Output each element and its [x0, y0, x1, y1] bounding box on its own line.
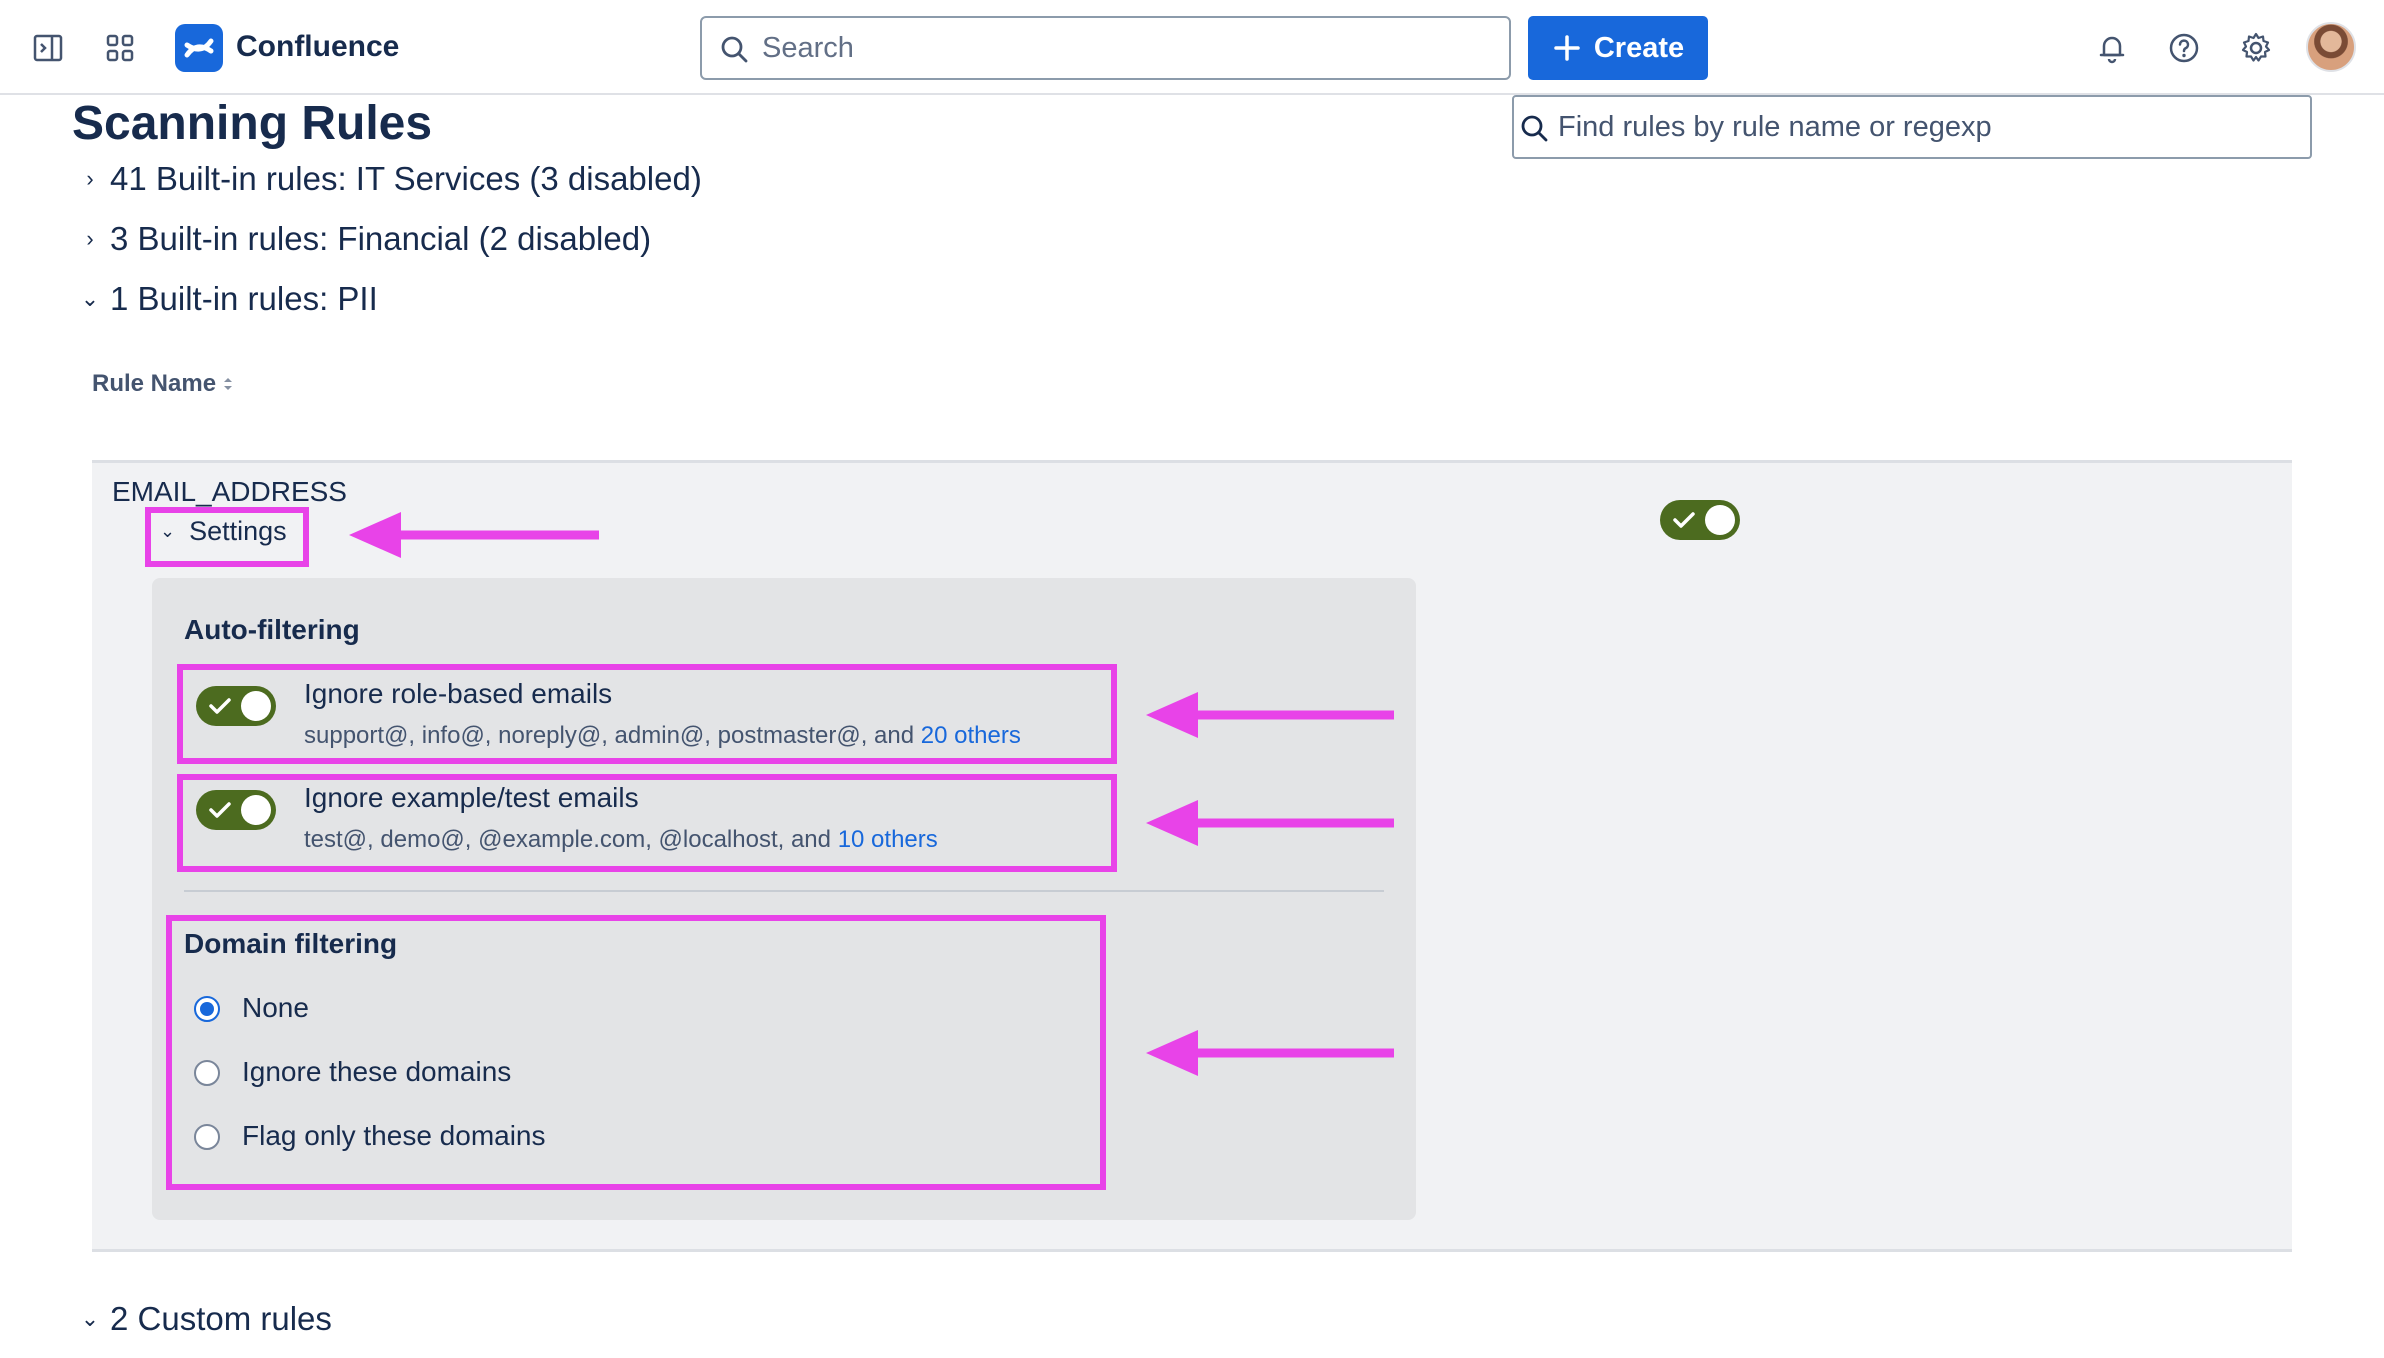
confluence-logo-icon[interactable] — [175, 24, 223, 72]
check-icon — [209, 802, 231, 818]
arrow-left-icon — [349, 512, 599, 558]
domain-filtering-heading: Domain filtering — [184, 928, 398, 959]
top-navigation: Confluence Create — [0, 0, 2384, 95]
chevron-down-icon: ⌄ — [80, 286, 100, 311]
radio-label[interactable]: None — [242, 992, 309, 1023]
column-header-rule-name[interactable]: Rule Name — [92, 370, 234, 398]
ignore-role-based-toggle[interactable] — [196, 686, 276, 726]
others-link[interactable]: 10 others — [837, 826, 938, 853]
toggle-knob — [241, 795, 271, 825]
radio-flag-domains[interactable] — [194, 1124, 220, 1150]
others-link[interactable]: 20 others — [920, 722, 1021, 749]
check-icon — [209, 698, 231, 714]
highlight-box — [145, 507, 309, 567]
group-it-services[interactable]: › 41 Built-in rules: IT Services (3 disa… — [80, 160, 702, 198]
group-financial[interactable]: › 3 Built-in rules: Financial (2 disable… — [80, 220, 651, 258]
radio-label[interactable]: Ignore these domains — [242, 1056, 512, 1087]
group-label: 1 Built-in rules: PII — [110, 280, 378, 317]
chevron-right-icon: › — [86, 226, 94, 251]
settings-icon[interactable] — [2238, 30, 2274, 66]
option-description: test@, demo@, @example.com, @localhost, … — [304, 826, 938, 854]
option-title: Ignore example/test emails — [304, 782, 639, 813]
chevron-down-icon: ⌄ — [160, 521, 176, 541]
search-icon — [721, 36, 748, 63]
avatar[interactable] — [2306, 22, 2356, 72]
divider — [184, 890, 1384, 892]
group-pii[interactable]: ⌄ 1 Built-in rules: PII — [80, 280, 378, 318]
rule-name: EMAIL_ADDRESS — [112, 476, 347, 507]
column-header-label: Rule Name — [92, 370, 217, 397]
group-custom-rules[interactable]: ⌄ 2 Custom rules — [80, 1300, 332, 1338]
search-icon — [1521, 115, 1548, 142]
toggle-knob — [1705, 505, 1735, 535]
group-label: 3 Built-in rules: Financial (2 disabled) — [110, 220, 652, 257]
arrow-left-icon — [1146, 1030, 1394, 1076]
chevron-down-icon: ⌄ — [80, 1306, 100, 1331]
option-description-text: support@, info@, noreply@, admin@, postm… — [304, 722, 915, 749]
sort-icon — [224, 378, 233, 390]
option-description: support@, info@, noreply@, admin@, postm… — [304, 722, 1021, 750]
radio-ignore-domains[interactable] — [194, 1060, 220, 1086]
create-button-label: Create — [1593, 31, 1685, 64]
ignore-example-toggle[interactable] — [196, 790, 276, 830]
global-search[interactable] — [700, 16, 1511, 80]
rule-enabled-toggle[interactable] — [1660, 500, 1740, 540]
highlight-box — [166, 915, 1106, 1190]
settings-panel — [152, 578, 1416, 1220]
option-title: Ignore role-based emails — [304, 678, 613, 709]
highlight-box — [177, 664, 1117, 764]
search-input[interactable] — [762, 18, 1462, 78]
chevron-right-icon: › — [86, 166, 94, 191]
radio-label[interactable]: Flag only these domains — [242, 1120, 546, 1151]
arrow-left-icon — [1146, 800, 1394, 846]
page-title: Scanning Rules — [72, 97, 433, 150]
rule-search[interactable] — [1512, 95, 2312, 159]
group-label: 41 Built-in rules: IT Services (3 disabl… — [110, 160, 702, 197]
brand-name[interactable]: Confluence — [236, 30, 400, 63]
notifications-icon[interactable] — [2094, 30, 2130, 66]
create-button[interactable]: Create — [1528, 16, 1708, 80]
group-label: 2 Custom rules — [110, 1300, 332, 1337]
plus-icon — [1554, 35, 1580, 61]
highlight-box — [177, 774, 1117, 872]
option-description-text: test@, demo@, @example.com, @localhost, … — [304, 826, 832, 853]
check-icon — [1673, 512, 1695, 528]
toggle-knob — [241, 691, 271, 721]
help-icon[interactable] — [2166, 30, 2202, 66]
app-switcher-icon[interactable] — [102, 30, 138, 66]
settings-label: Settings — [189, 516, 287, 546]
radio-none[interactable] — [194, 996, 220, 1022]
rule-search-input[interactable] — [1558, 97, 2298, 157]
settings-toggle[interactable]: ⌄ Settings — [160, 516, 287, 547]
arrow-left-icon — [1146, 692, 1394, 738]
sidebar-toggle-icon[interactable] — [30, 30, 66, 66]
auto-filtering-heading: Auto-filtering — [184, 614, 360, 645]
